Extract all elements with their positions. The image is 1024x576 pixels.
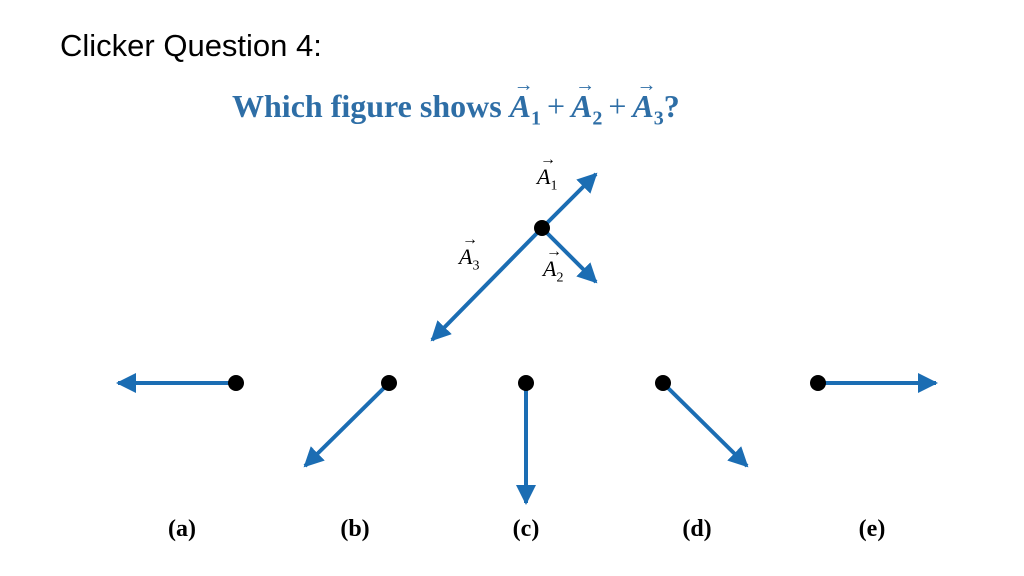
- option-d-arrow: [661, 381, 749, 468]
- vector-a3-label: →A3: [459, 231, 480, 274]
- option-b-label: (b): [340, 516, 370, 542]
- origin-dot: [534, 220, 550, 236]
- vector-a2-label: →A2: [543, 243, 564, 286]
- vector-arrow-icon: →: [575, 74, 596, 96]
- plus-sign: +: [547, 88, 566, 124]
- question-vector-a2: →A2: [571, 74, 603, 130]
- vector-arrow-icon: →: [636, 74, 657, 96]
- vector-arrow-icon: →: [513, 74, 534, 96]
- question-mark: ?: [663, 88, 680, 124]
- slide-title: Clicker Question 4:: [60, 28, 322, 63]
- option-d-label: (d): [682, 516, 712, 542]
- vector-a3-arrow: [430, 226, 544, 342]
- option-e-label: (e): [858, 516, 886, 542]
- option-c-dot: [518, 375, 534, 391]
- option-e-dot: [810, 375, 826, 391]
- vector-a2-arrow: [540, 226, 598, 284]
- plus-sign: +: [608, 88, 627, 124]
- vector-a1-label: →A1: [537, 151, 558, 194]
- option-d-dot: [655, 375, 671, 391]
- option-b-dot: [381, 375, 397, 391]
- option-a-label: (a): [168, 516, 196, 542]
- question-vector-a3: →A3: [632, 74, 664, 130]
- question-text: Which figure shows →A1+→A2+→A3?: [232, 74, 680, 130]
- option-c-label: (c): [512, 516, 540, 542]
- option-a-dot: [228, 375, 244, 391]
- question-vector-a1: →A1: [509, 74, 542, 130]
- vector-arrow-icon: →: [462, 231, 478, 248]
- vector-arrow-icon: →: [540, 151, 556, 168]
- question-prefix: Which figure shows: [232, 88, 502, 124]
- option-b-arrow: [303, 381, 391, 468]
- vector-arrow-icon: →: [546, 243, 562, 260]
- vector-a1-arrow: [540, 172, 598, 230]
